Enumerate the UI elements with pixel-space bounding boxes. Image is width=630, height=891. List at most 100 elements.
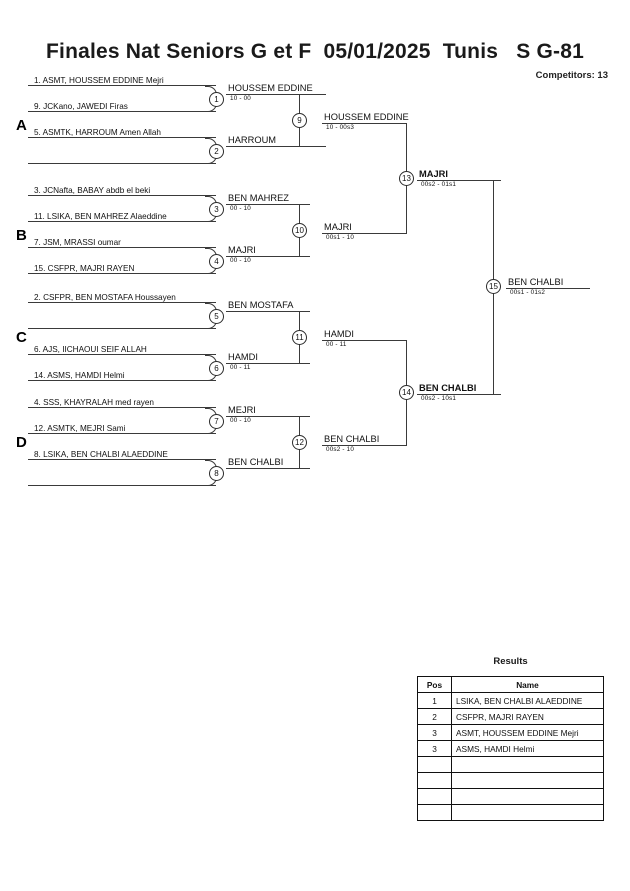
match-node-4[interactable]: 4 [209,254,224,269]
table-row[interactable]: 3 ASMS, HAMDI Helmi [417,740,604,757]
list-item[interactable]: 14. ASMS, HAMDI Helmi [28,369,216,381]
entry-label: 1. ASMT, HOUSSEM EDDINE Mejri [34,76,164,85]
winner-score: 00s2 - 10 [326,446,355,453]
bracket-connector [406,233,407,234]
winner-name: HOUSSEM EDDINE [228,83,313,93]
winner-rule [226,468,310,469]
result-name [451,756,604,773]
match-node-1[interactable]: 1 [209,92,224,107]
table-row[interactable] [417,756,604,773]
match-node-7[interactable]: 7 [209,414,224,429]
winner-rule [226,204,310,205]
list-item[interactable]: 2. CSFPR, BEN MOSTAFA Houssayen [28,291,216,303]
winner-name: HOUSSEM EDDINE [324,112,409,122]
list-item[interactable]: 5. ASMTK, HARROUM Amen Allah [28,126,216,138]
winner-rule [226,363,310,364]
winner-score: 00 - 10 [230,417,252,424]
entry-rule [28,433,216,434]
column-header-pos: Pos [417,676,452,693]
entry-label: 15. CSFPR, MAJRI RAYEN [34,264,135,273]
group-label-d: D [16,434,27,451]
result-pos [417,804,452,821]
table-row[interactable] [417,788,604,805]
list-item[interactable]: 11. LSIKA, BEN MAHREZ Alaeddine [28,210,216,222]
list-item[interactable] [28,152,216,164]
result-pos: 1 [417,692,452,709]
winner-score: 10 - 00 [230,95,252,102]
list-item[interactable]: 7. JSM, MRASSI oumar [28,236,216,248]
entry-rule [28,380,216,381]
result-name: ASMT, HOUSSEM EDDINE Mejri [451,724,604,741]
match-node-12[interactable]: 12 [292,435,307,450]
list-item[interactable]: 6. AJS, IICHAOUI SEIF ALLAH [28,343,216,355]
list-item[interactable] [28,317,216,329]
winner-name: BEN CHALBI [508,277,564,287]
results-title: Results [493,656,528,667]
match-node-14[interactable]: 14 [399,385,414,400]
list-item[interactable]: 4. SSS, KHAYRALAH med rayen [28,396,216,408]
bracket-connector [299,363,310,364]
bracket-connector [406,445,407,446]
list-item[interactable]: 12. ASMTK, MEJRI Sami [28,422,216,434]
bracket-connector [299,311,310,312]
table-row[interactable]: 2 CSFPR, MAJRI RAYEN [417,708,604,725]
winner-score: 00s2 - 01s1 [421,181,457,188]
match-node-13[interactable]: 13 [399,171,414,186]
match-node-3[interactable]: 3 [209,202,224,217]
list-item[interactable] [28,474,216,486]
bracket-connector [299,416,310,417]
winner-score: 10 - 00s3 [326,124,355,131]
result-name: CSFPR, MAJRI RAYEN [451,708,604,725]
winner-rule [226,311,310,312]
winner-name: MEJRI [228,405,256,415]
match-node-15[interactable]: 15 [486,279,501,294]
match-node-6[interactable]: 6 [209,361,224,376]
winner-rule [226,256,310,257]
table-row[interactable] [417,772,604,789]
bracket-connector [493,394,494,395]
group-label-a: A [16,117,27,134]
match-node-11[interactable]: 11 [292,330,307,345]
table-row[interactable] [417,804,604,821]
winner-rule [322,445,406,446]
match-node-5[interactable]: 5 [209,309,224,324]
result-pos [417,756,452,773]
entry-rule [28,273,216,274]
list-item[interactable]: 9. JCKano, JAWEDI Firas [28,100,216,112]
match-node-2[interactable]: 2 [209,144,224,159]
winner-rule [322,123,406,124]
list-item[interactable]: 15. CSFPR, MAJRI RAYEN [28,262,216,274]
table-row[interactable]: 3 ASMT, HOUSSEM EDDINE Mejri [417,724,604,741]
entry-rule [28,137,216,138]
entry-label: 8. LSIKA, BEN CHALBI ALAEDDINE [34,450,168,459]
match-node-9[interactable]: 9 [292,113,307,128]
entry-rule [28,221,216,222]
match-node-10[interactable]: 10 [292,223,307,238]
entry-rule [28,85,216,86]
match-node-8[interactable]: 8 [209,466,224,481]
winner-name: HAMDI [324,329,354,339]
winner-rule [417,180,501,181]
bracket-connector [406,340,407,341]
result-pos [417,772,452,789]
winner-rule [506,288,590,289]
winner-name: HARROUM [228,135,277,145]
winner-name: BEN MAHREZ [228,193,289,203]
competitors-count: Competitors: 13 [535,70,608,81]
result-pos [417,788,452,805]
winner-rule [226,416,310,417]
list-item[interactable]: 1. ASMT, HOUSSEM EDDINE Mejri [28,74,216,86]
table-row[interactable]: 1 LSIKA, BEN CHALBI ALAEDDINE [417,692,604,709]
entry-label: 2. CSFPR, BEN MOSTAFA Houssayen [34,293,176,302]
page-title: Finales Nat Seniors G et F 05/01/2025 Tu… [46,40,584,63]
entry-rule [28,195,216,196]
winner-rule [226,94,326,95]
list-item[interactable]: 3. JCNafta, BABAY abdb el beki [28,184,216,196]
winner-name: HAMDI [228,352,258,362]
list-item[interactable]: 8. LSIKA, BEN CHALBI ALAEDDINE [28,448,216,460]
result-name: LSIKA, BEN CHALBI ALAEDDINE [451,692,604,709]
entry-label: 3. JCNafta, BABAY abdb el beki [34,186,151,195]
group-label-b: B [16,227,27,244]
bracket-connector [299,204,310,205]
